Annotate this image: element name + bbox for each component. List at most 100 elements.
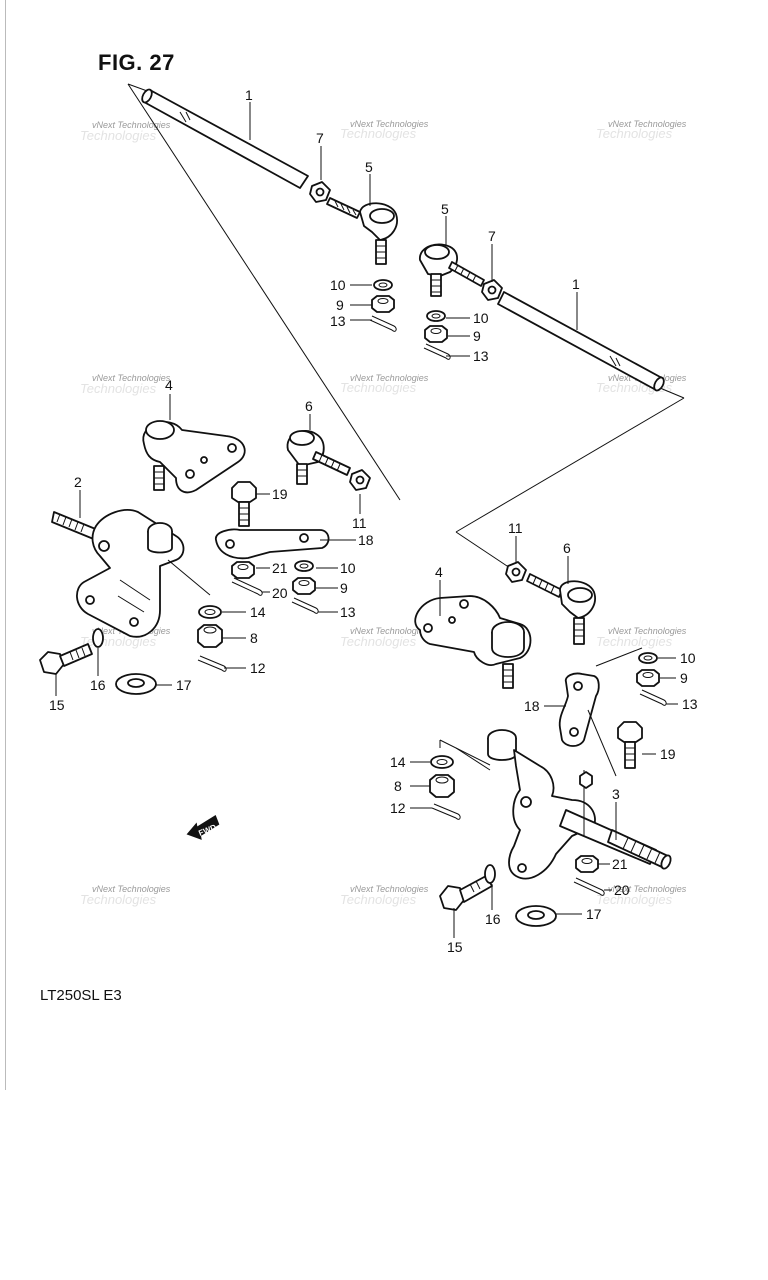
callout-9: 9: [336, 297, 344, 313]
callout-9: 9: [340, 580, 348, 596]
watermark-shadow: Technologies: [80, 892, 157, 907]
arm-18-left: [215, 528, 330, 560]
callout-10: 10: [340, 560, 356, 576]
parts-set-lower-right: [429, 755, 461, 820]
ball-joint-4-left: [142, 420, 246, 494]
watermark: vNext Technologies: [350, 373, 429, 383]
callout-15: 15: [49, 697, 65, 713]
callout-13: 13: [330, 313, 346, 329]
callout-13: 13: [473, 348, 489, 364]
callout-15: 15: [447, 939, 463, 955]
guide-line: [595, 647, 643, 667]
knuckle-2-left: [51, 509, 185, 638]
callout-5: 5: [441, 201, 449, 217]
guide-line: [167, 559, 211, 596]
callout-18: 18: [524, 698, 540, 714]
pin-20-left: [231, 577, 263, 596]
callout-16: 16: [485, 911, 501, 927]
ball-joint-4-right: [414, 595, 532, 689]
callout-14: 14: [390, 754, 406, 770]
watermark: vNext Technologies: [92, 120, 171, 130]
callout-16: 16: [90, 677, 106, 693]
callout-9: 9: [473, 328, 481, 344]
forward-arrow-icon: FWD: [186, 815, 220, 840]
callout-8: 8: [250, 630, 258, 646]
watermark-shadow: Technologies: [80, 381, 157, 396]
lock-nut-7-left: [309, 181, 331, 203]
parts-set-lower-left: [197, 605, 227, 672]
guide-line: [455, 747, 491, 771]
callout-6: 6: [305, 398, 313, 414]
callout-8: 8: [394, 778, 402, 794]
watermark-shadow: Technologies: [596, 126, 673, 141]
model-code: LT250SL E3: [40, 987, 122, 1004]
nut-21-left: [231, 561, 255, 579]
watermark: vNext Technologies: [608, 626, 687, 636]
knuckle-3-right: [487, 729, 672, 880]
tie-rod-end-5-left: [326, 197, 398, 265]
nut-21-right: [575, 855, 599, 873]
callout-19: 19: [272, 486, 288, 502]
watermark: vNext Technologies: [350, 626, 429, 636]
callout-4: 4: [435, 564, 443, 580]
parts-set-center-left: [291, 560, 319, 614]
watermark: vNext Technologies: [350, 119, 429, 129]
parts-set-upper-left: [369, 279, 397, 332]
pin-20-right: [573, 877, 605, 896]
tie-rod-end-5-right: [419, 243, 485, 297]
washer-17-right: [515, 905, 557, 927]
nut-11-left: [349, 469, 371, 491]
parts-set-right: [636, 652, 667, 706]
callout-14: 14: [250, 604, 266, 620]
bolt-19-right: [617, 721, 643, 769]
callout-9: 9: [680, 670, 688, 686]
watermark-shadow: Technologies: [80, 128, 157, 143]
figure-title: FIG. 27: [98, 50, 175, 75]
tie-rod-end-6-right: [526, 573, 596, 645]
callout-6: 6: [563, 540, 571, 556]
bolt-15-right: [439, 875, 493, 911]
callout-13: 13: [340, 604, 356, 620]
assembly-outline: [127, 83, 685, 766]
leader-lines: [55, 102, 678, 938]
callout-7: 7: [488, 228, 496, 244]
washer-17-left: [115, 673, 157, 695]
parts-set-upper-right: [423, 310, 451, 360]
bolt-19-left: [231, 481, 257, 527]
watermark-shadow: Technologies: [340, 126, 417, 141]
callout-12: 12: [390, 800, 406, 816]
page-margin-line: [5, 0, 6, 1090]
callout-18: 18: [358, 532, 374, 548]
callout-20: 20: [272, 585, 288, 601]
watermark: vNext Technologies: [92, 884, 171, 894]
tie-rod-right: [497, 291, 665, 392]
nut-11-right: [505, 561, 527, 583]
watermarks: Technologies vNext Technologies Technolo…: [80, 119, 687, 907]
callout-10: 10: [680, 650, 696, 666]
watermark: vNext Technologies: [608, 119, 687, 129]
washer-16-left: [92, 628, 104, 648]
callout-11: 11: [508, 520, 523, 536]
watermark-shadow: Technologies: [80, 634, 157, 649]
callout-17: 17: [176, 677, 192, 693]
watermark-shadow: Technologies: [596, 634, 673, 649]
watermark-shadow: Technologies: [340, 380, 417, 395]
callout-5: 5: [365, 159, 373, 175]
callout-10: 10: [330, 277, 346, 293]
callout-21: 21: [612, 856, 628, 872]
watermark-shadow: Technologies: [340, 892, 417, 907]
watermark: vNext Technologies: [92, 373, 171, 383]
bolt-15-left: [39, 643, 93, 675]
callout-19: 19: [660, 746, 676, 762]
callout-7: 7: [316, 130, 324, 146]
arm-18-right: [558, 672, 600, 747]
callout-2: 2: [74, 474, 82, 490]
lock-nut-7-right: [481, 279, 503, 301]
tie-rod-left: [141, 88, 309, 189]
callout-1: 1: [572, 276, 580, 292]
callout-11: 11: [352, 515, 367, 531]
callout-3: 3: [612, 786, 620, 802]
callout-20: 20: [614, 882, 630, 898]
callout-12: 12: [250, 660, 266, 676]
